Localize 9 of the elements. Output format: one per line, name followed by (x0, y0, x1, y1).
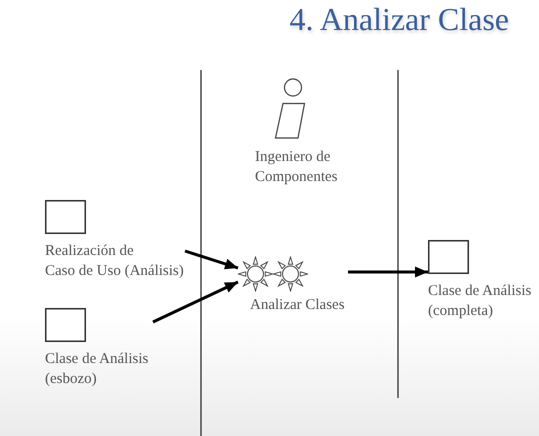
node-label: Ingeniero de Componentes (255, 148, 338, 187)
arrow (152, 280, 239, 324)
arrow (184, 250, 238, 270)
node-label: Realización de Caso de Uso (Análisis) (45, 242, 185, 281)
node-label: Clase de Análisis (completa) (428, 282, 532, 321)
node-label: Analizar Clases (250, 296, 346, 315)
node-label: Clase de Análisis (esbozo) (45, 350, 150, 389)
slide-title: 4. Analizar Clase (290, 0, 509, 38)
arrow (348, 266, 428, 278)
